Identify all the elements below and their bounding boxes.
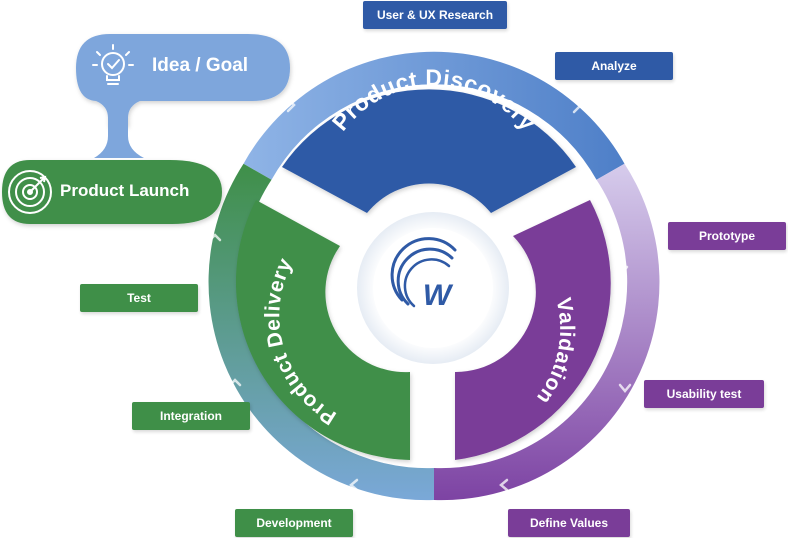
ring-chevron-icon <box>499 478 509 492</box>
segment-product-delivery[interactable] <box>235 200 410 460</box>
ring-chevron-icon <box>228 378 242 387</box>
step-test[interactable]: Test <box>80 284 198 312</box>
step-prototype[interactable]: Prototype <box>668 222 786 250</box>
segment-validation[interactable] <box>455 200 611 460</box>
ring-chevron-icon <box>572 98 582 114</box>
logo-letter: W <box>423 279 454 312</box>
idea-goal-bubble[interactable] <box>76 34 290 126</box>
target-icon <box>8 170 52 214</box>
ring-chevron-icon <box>286 97 296 113</box>
company-logo: W <box>390 237 457 312</box>
step-analyze[interactable]: Analyze <box>555 52 673 80</box>
idea-goal-label: Idea / Goal <box>152 55 249 76</box>
outer-ring-purple <box>434 163 660 501</box>
product-launch-label: Product Launch <box>60 181 190 200</box>
bubble-connector <box>94 124 144 158</box>
ring-chevron-icon <box>349 478 359 492</box>
product-launch-bubble[interactable] <box>2 160 222 224</box>
step-development[interactable]: Development <box>235 509 353 537</box>
center-inner-circle <box>373 228 493 348</box>
ring-chevron-icon <box>618 383 632 393</box>
segment-product-discovery[interactable] <box>282 89 576 213</box>
step-usability-test[interactable]: Usability test <box>644 380 764 408</box>
lightbulb-icon <box>92 44 134 85</box>
step-define-values[interactable]: Define Values <box>508 509 630 537</box>
step-user-ux-research[interactable]: User & UX Research <box>363 1 507 29</box>
outer-ring-green <box>208 163 434 501</box>
outer-ring-blue <box>243 51 625 180</box>
ring-chevron-icon <box>615 265 629 275</box>
ring-chevron-icon <box>208 233 222 242</box>
step-integration[interactable]: Integration <box>132 402 250 430</box>
